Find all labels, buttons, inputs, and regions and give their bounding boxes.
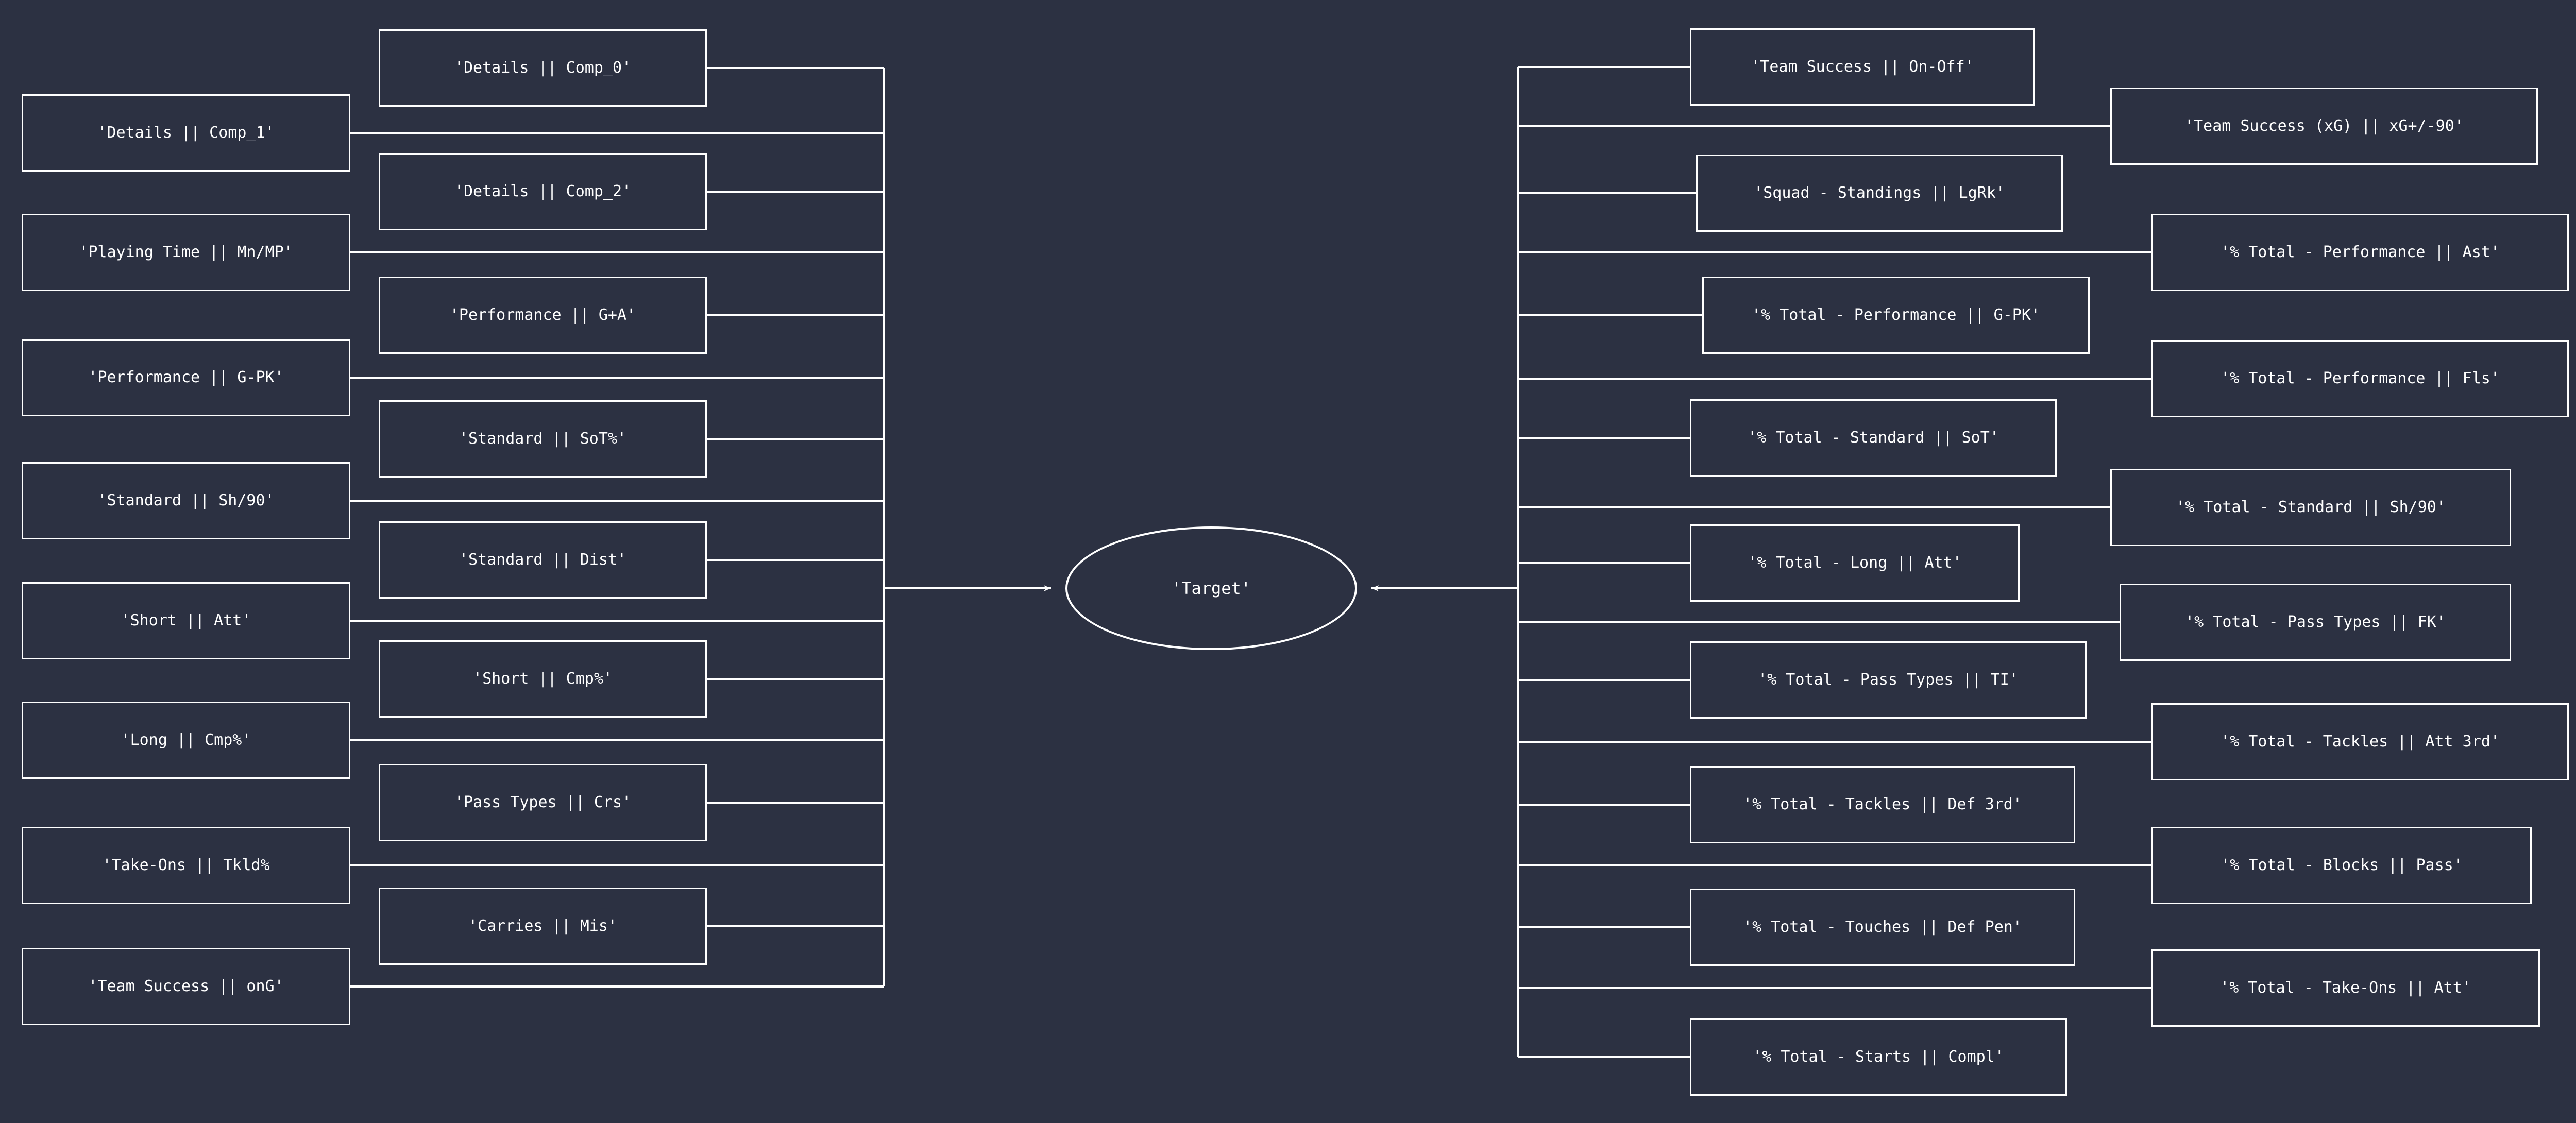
node-label: '% Total - Pass Types || TI': [1758, 671, 2019, 689]
node-right-inner-7[interactable]: '% Total - Touches || Def Pen': [1690, 889, 2075, 966]
node-label: '% Total - Take-Ons || Att': [2220, 979, 2471, 997]
node-right-outer-2[interactable]: '% Total - Performance || Fls': [2151, 340, 2569, 417]
node-label: 'Standard || Dist': [459, 551, 627, 569]
node-label: '% Total - Long || Att': [1748, 554, 1962, 572]
node-label: '% Total - Touches || Def Pen': [1743, 918, 2022, 936]
node-left-inner-6[interactable]: 'Pass Types || Crs': [379, 764, 707, 841]
node-label: 'Pass Types || Crs': [454, 793, 632, 811]
node-right-outer-4[interactable]: '% Total - Pass Types || FK': [2120, 584, 2511, 661]
node-label: 'Standard || SoT%': [459, 430, 627, 448]
node-label: 'Squad - Standings || LgRk': [1754, 184, 2005, 202]
node-label: 'Team Success || onG': [88, 977, 284, 995]
node-label: 'Short || Att': [121, 611, 251, 629]
node-left-outer-3[interactable]: 'Standard || Sh/90': [22, 462, 350, 539]
node-label: 'Details || Comp_1': [97, 124, 275, 142]
node-label: '% Total - Performance || Fls': [2221, 369, 2500, 387]
node-label: 'Details || Comp_0': [454, 59, 632, 77]
node-label: 'Standard || Sh/90': [97, 491, 275, 509]
node-label: 'Carries || Mis': [468, 917, 617, 935]
node-left-outer-5[interactable]: 'Long || Cmp%': [22, 702, 350, 779]
node-right-inner-0[interactable]: 'Team Success || On-Off': [1690, 28, 2035, 106]
node-right-inner-8[interactable]: '% Total - Starts || Compl': [1690, 1018, 2067, 1096]
node-label: 'Team Success || On-Off': [1751, 58, 1974, 76]
node-label: '% Total - Standard || SoT': [1748, 429, 1999, 447]
node-right-inner-3[interactable]: '% Total - Standard || SoT': [1690, 399, 2057, 477]
node-right-outer-0[interactable]: 'Team Success (xG) || xG+/-90': [2110, 88, 2538, 165]
node-label: '% Total - Pass Types || FK': [2185, 613, 2446, 631]
node-left-outer-7[interactable]: 'Team Success || onG': [22, 948, 350, 1025]
node-left-outer-2[interactable]: 'Performance || G-PK': [22, 339, 350, 416]
node-label: 'Playing Time || Mn/MP': [79, 243, 293, 261]
node-left-inner-3[interactable]: 'Standard || SoT%': [379, 400, 707, 478]
node-right-outer-3[interactable]: '% Total - Standard || Sh/90': [2110, 469, 2511, 546]
target-label: 'Target': [1171, 578, 1251, 598]
node-label: '% Total - Starts || Compl': [1753, 1048, 2004, 1066]
node-right-outer-1[interactable]: '% Total - Performance || Ast': [2151, 214, 2569, 291]
node-label: 'Details || Comp_2': [454, 182, 632, 200]
node-label: 'Take-Ons || Tkld%: [102, 856, 270, 874]
node-label: 'Team Success (xG) || xG+/-90': [2184, 117, 2464, 135]
node-label: '% Total - Blocks || Pass': [2221, 856, 2463, 874]
node-left-inner-5[interactable]: 'Short || Cmp%': [379, 640, 707, 718]
node-label: 'Short || Cmp%': [473, 670, 613, 688]
node-label: 'Performance || G+A': [449, 306, 636, 324]
node-left-inner-7[interactable]: 'Carries || Mis': [379, 888, 707, 965]
node-right-outer-7[interactable]: '% Total - Take-Ons || Att': [2151, 949, 2540, 1027]
node-left-outer-0[interactable]: 'Details || Comp_1': [22, 94, 350, 172]
node-left-inner-1[interactable]: 'Details || Comp_2': [379, 153, 707, 230]
node-left-outer-4[interactable]: 'Short || Att': [22, 582, 350, 659]
node-right-inner-5[interactable]: '% Total - Pass Types || TI': [1690, 641, 2087, 719]
node-left-inner-2[interactable]: 'Performance || G+A': [379, 277, 707, 354]
node-right-outer-6[interactable]: '% Total - Blocks || Pass': [2151, 827, 2532, 904]
node-left-outer-1[interactable]: 'Playing Time || Mn/MP': [22, 214, 350, 291]
node-label: '% Total - Standard || Sh/90': [2176, 498, 2446, 516]
node-label: 'Performance || G-PK': [88, 368, 284, 386]
node-right-inner-1[interactable]: 'Squad - Standings || LgRk': [1696, 155, 2063, 232]
node-right-inner-6[interactable]: '% Total - Tackles || Def 3rd': [1690, 766, 2075, 843]
target-node[interactable]: 'Target': [1065, 526, 1357, 650]
node-label: '% Total - Tackles || Def 3rd': [1743, 795, 2022, 813]
node-left-inner-0[interactable]: 'Details || Comp_0': [379, 29, 707, 107]
node-left-outer-6[interactable]: 'Take-Ons || Tkld%: [22, 827, 350, 904]
node-left-inner-4[interactable]: 'Standard || Dist': [379, 521, 707, 599]
node-right-outer-5[interactable]: '% Total - Tackles || Att 3rd': [2151, 703, 2569, 780]
node-right-inner-4[interactable]: '% Total - Long || Att': [1690, 524, 2020, 602]
node-label: '% Total - Performance || Ast': [2221, 243, 2500, 261]
node-right-inner-2[interactable]: '% Total - Performance || G-PK': [1702, 277, 2090, 354]
node-label: 'Long || Cmp%': [121, 731, 251, 749]
node-label: '% Total - Tackles || Att 3rd': [2221, 733, 2500, 751]
node-label: '% Total - Performance || G-PK': [1752, 306, 2040, 324]
